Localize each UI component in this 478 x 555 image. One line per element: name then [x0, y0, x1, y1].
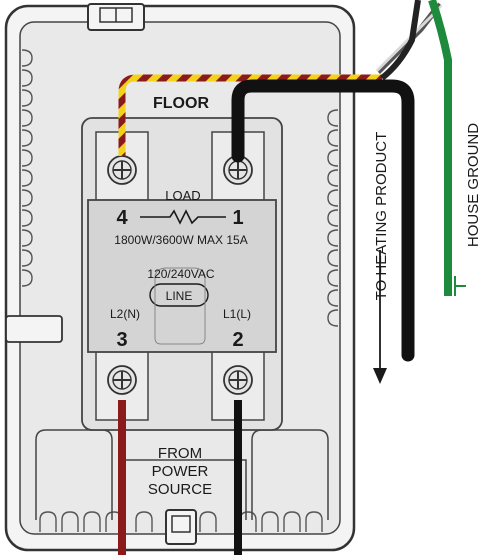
rating-label: 1800W/3600W MAX 15A: [114, 233, 247, 247]
cable-bundle: [380, 0, 421, 81]
from-power-source-line1: FROM: [158, 445, 202, 462]
from-power-source-line3: SOURCE: [148, 481, 212, 498]
terminal-1-label: 1: [232, 207, 243, 229]
load-resistor-symbol: [140, 209, 226, 225]
line-label: LINE: [166, 289, 193, 303]
heating-black-wire: [231, 79, 415, 362]
side-notch: [5, 315, 63, 343]
screw-3: [107, 365, 137, 395]
terminal-3-label: 3: [116, 329, 127, 351]
terminal-2-label: 2: [232, 329, 243, 351]
top-clip: [87, 3, 145, 31]
screw-2: [223, 365, 253, 395]
l2n-label: L2(N): [110, 307, 140, 321]
screw-4: [107, 155, 137, 185]
bottom-ridges: [39, 511, 323, 532]
right-ridges: [327, 109, 339, 327]
l1l-label: L1(L): [223, 307, 251, 321]
load-label: LOAD: [165, 188, 200, 203]
voltage-label: 120/240VAC: [147, 267, 214, 281]
line-badge: [149, 267, 209, 345]
house-ground-label: HOUSE GROUND: [465, 123, 478, 247]
terminal-4-label: 4: [116, 207, 128, 229]
house-ground-wire: [428, 0, 452, 296]
left-ridges: [21, 49, 33, 287]
from-power-source-line2: POWER: [152, 463, 209, 480]
bottom-clip: [165, 509, 197, 545]
ground-icon: [446, 276, 466, 296]
down-arrow-icon: [373, 250, 387, 384]
braided-ground-wire: [375, 2, 443, 75]
sensor-wire: [118, 74, 382, 156]
floor-label: FLOOR: [153, 95, 209, 112]
terminal-block: [81, 117, 283, 431]
to-heating-product-label: TO HEATING PRODUCT: [373, 132, 390, 301]
